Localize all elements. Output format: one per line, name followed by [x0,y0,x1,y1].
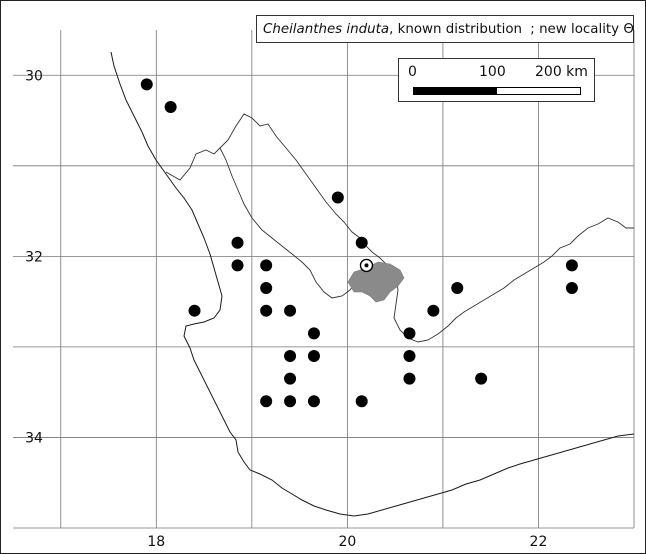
known-locality-dot [307,349,320,362]
known-locality-dot [331,191,344,204]
legend-species-name: Cheilanthes induta [263,21,390,37]
known-locality-dot [284,395,297,408]
known-locality-dot [140,78,153,91]
known-locality-dot [355,236,368,249]
coastline [110,51,635,517]
longitude-tick-label: 20 [338,534,356,550]
scale-label-0: 0 [408,64,417,80]
map-legend: Cheilanthes induta, known distribution ;… [256,15,634,43]
longitude-tick-label: 18 [147,534,165,550]
known-locality-dot [260,259,273,272]
scale-bar-black-segment [413,87,498,95]
scale-label-200: 200 km [535,64,588,80]
new-locality-marker [359,258,374,273]
known-locality-dot [403,349,416,362]
known-locality-dot [307,395,320,408]
known-locality-dot [231,236,244,249]
known-locality-dot [164,100,177,113]
known-locality-dot [565,282,578,295]
tick-labels: 18 20 22 30 32 34 [25,68,547,550]
known-locality-dot [565,259,578,272]
district-boundary [219,147,357,299]
scale-bar-white-segment [496,87,581,95]
known-locality-dot [355,395,368,408]
scale-bar: 0 100 200 km [398,58,595,102]
new-locality-center [364,263,369,268]
known-locality-dot [284,349,297,362]
known-locality-dot [307,327,320,340]
known-locality-dot [403,327,416,340]
shaded-region [347,261,405,303]
province-boundary [165,113,634,343]
legend-new-text: ; new locality [530,21,620,37]
known-locality-dot [231,259,244,272]
known-localities [140,78,578,408]
longitude-tick-label: 22 [530,534,548,550]
known-locality-dot [284,304,297,317]
known-locality-dot [427,304,440,317]
legend-new-symbol: Θ [623,21,634,37]
latitude-tick-label: 34 [25,430,43,446]
known-locality-dot [475,372,488,385]
legend-known-text: , known distribution [389,21,523,37]
latitude-tick-label: 32 [25,249,43,265]
known-locality-dot [188,304,201,317]
latitude-tick-label: 30 [25,68,43,84]
known-locality-dot [451,282,464,295]
known-locality-dot [260,395,273,408]
known-locality-dot [284,372,297,385]
scale-label-100: 100 [479,64,506,80]
graticule-grid [13,30,635,529]
known-locality-dot [260,304,273,317]
known-locality-dot [403,372,416,385]
known-locality-dot [260,282,273,295]
